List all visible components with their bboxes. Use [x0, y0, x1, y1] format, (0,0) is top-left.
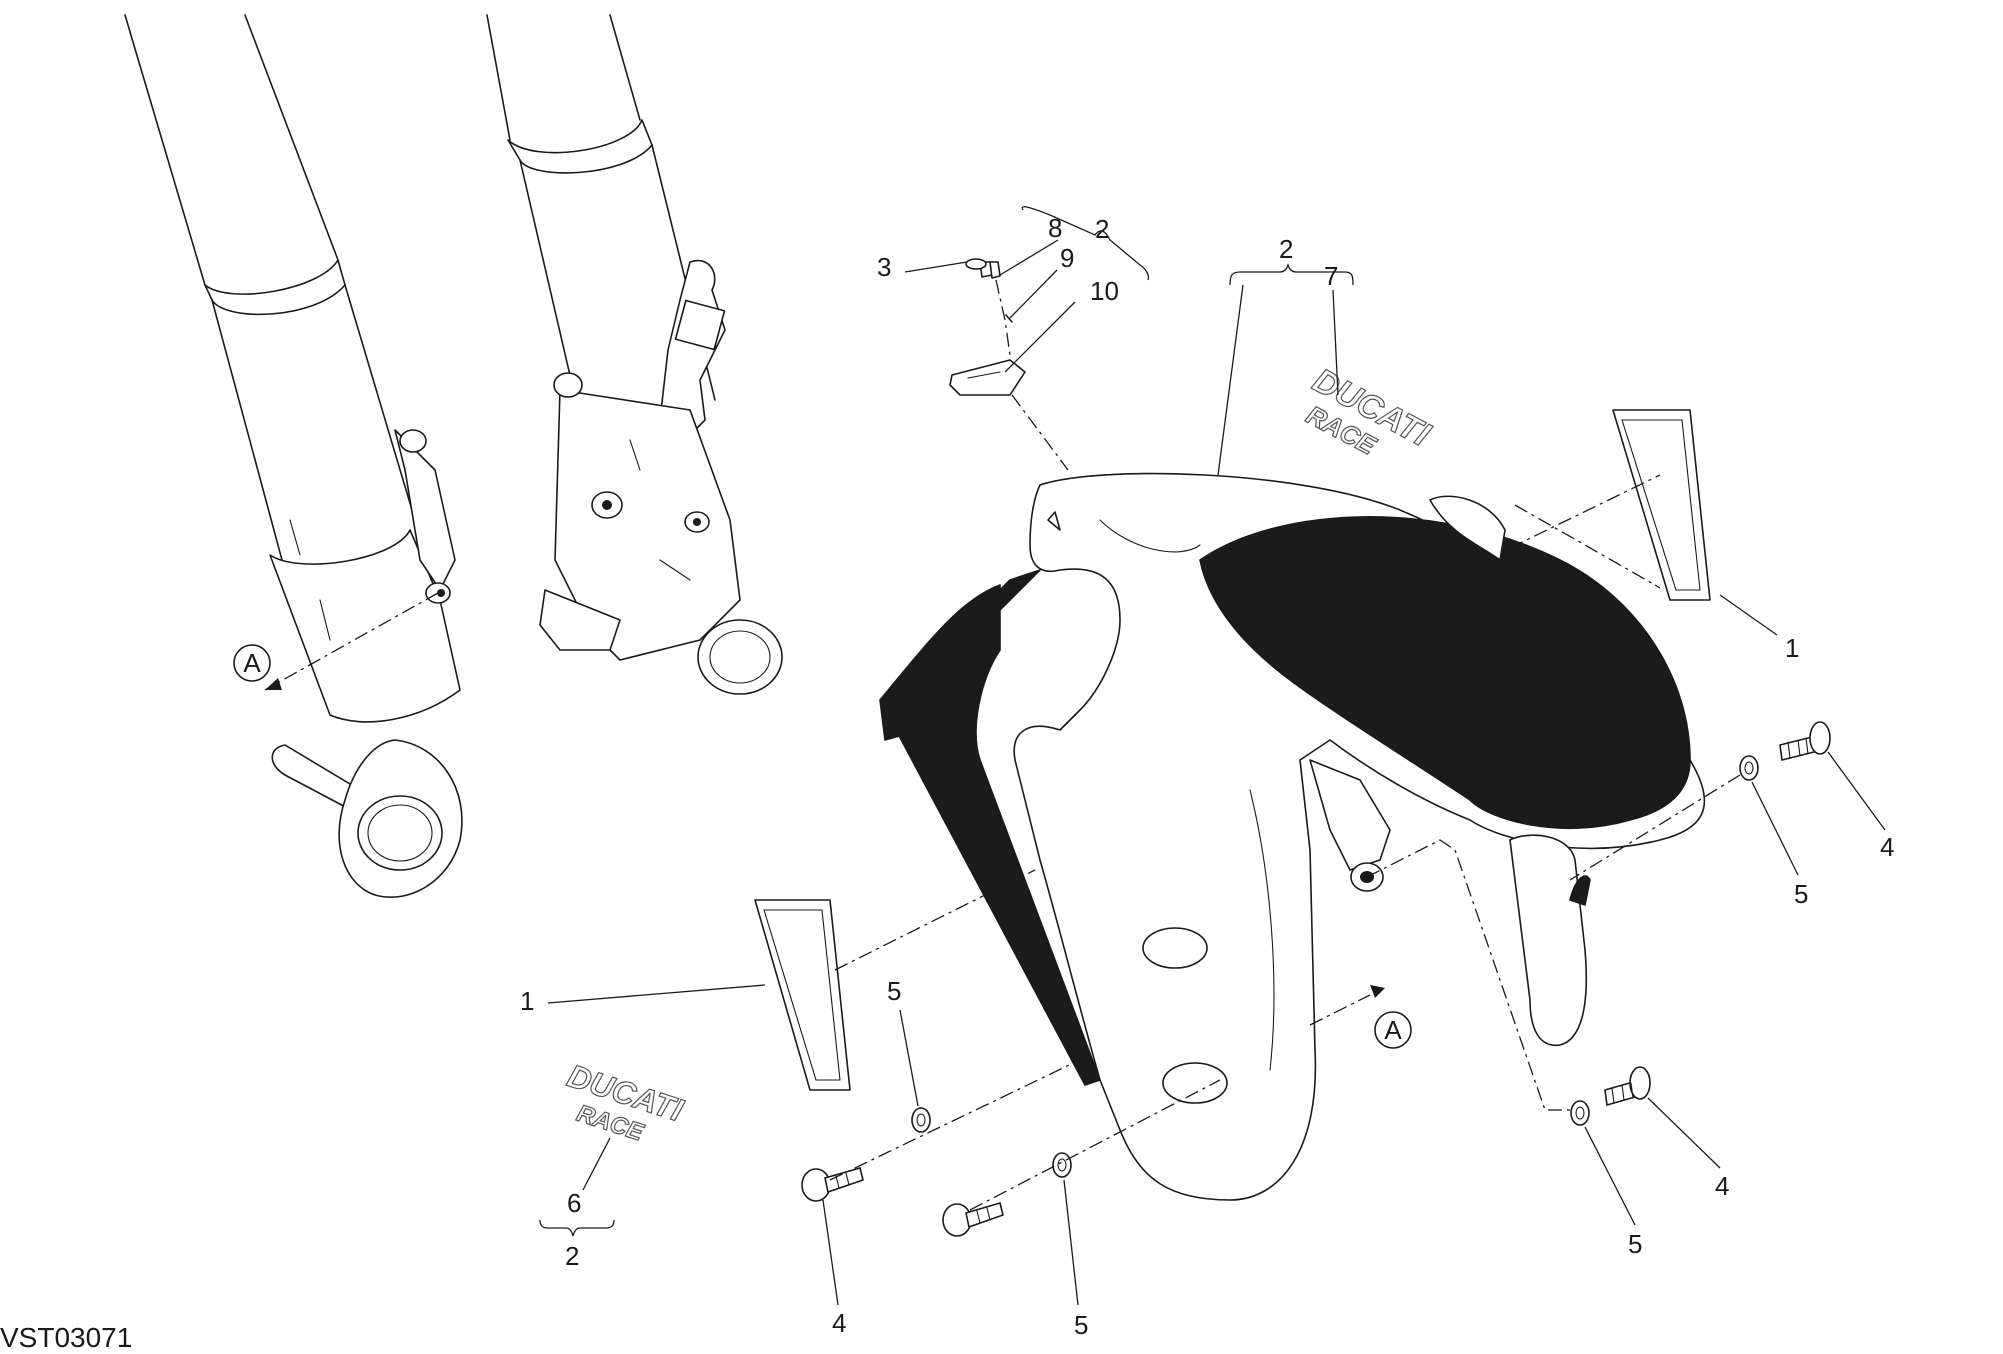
callout-1-left: 1	[520, 986, 534, 1016]
callout-2-fender-bracket: 2	[1279, 234, 1293, 264]
callout-6: 6	[567, 1188, 581, 1218]
callout-2-top-bracket: 2	[1095, 214, 1109, 244]
screw-right-lower	[1604, 1066, 1651, 1106]
callout-5-bottom: 5	[1074, 1310, 1088, 1340]
callout-1-right: 1	[1785, 633, 1799, 663]
reference-marker-left: A	[243, 648, 261, 678]
decal-left: DUCATI RACE	[563, 1057, 689, 1148]
callout-10: 10	[1090, 276, 1119, 306]
washer-bottom-center	[1052, 1152, 1072, 1178]
callout-9: 9	[1060, 243, 1074, 273]
reference-a-right: A	[1374, 1011, 1412, 1049]
callout-3: 3	[877, 252, 891, 282]
assembly-lines	[829, 474, 1741, 1211]
leaders	[539, 206, 1886, 1306]
callout-4-bottom: 4	[832, 1308, 846, 1338]
right-fork-leg	[486, 14, 783, 695]
callout-5-right-lower: 5	[1628, 1229, 1642, 1259]
callout-5-right-upper: 5	[1794, 879, 1808, 909]
reference-marker-right: A	[1384, 1015, 1402, 1045]
decal-top: DUCATI RACE	[1301, 361, 1438, 462]
callout-8: 8	[1048, 213, 1062, 243]
callout-5-left-top: 5	[887, 976, 901, 1006]
washer-right-lower	[1570, 1100, 1590, 1126]
reflector-left	[754, 899, 851, 1091]
left-fork-leg	[124, 14, 463, 898]
reflector-right	[1612, 409, 1711, 601]
screw-bottom-center	[942, 1202, 1004, 1237]
brake-hose-bracket	[949, 258, 1069, 471]
washer-right-upper	[1739, 755, 1759, 781]
screw-right-upper	[1779, 721, 1831, 761]
callout-7: 7	[1324, 261, 1338, 291]
callout-2-logo-bracket: 2	[565, 1241, 579, 1271]
screw-bottom-left	[801, 1167, 864, 1202]
drawing-code: VST03071	[0, 1322, 132, 1353]
washer-bottom-left	[911, 1107, 931, 1133]
callout-4-right-lower: 4	[1715, 1171, 1729, 1201]
front-fender	[879, 472, 1706, 1201]
callouts: 1 1 2 2 2 3 4 4 4 5 5 5 5 6 7 8 9 10	[520, 213, 1894, 1340]
callout-4-right-upper: 4	[1880, 832, 1894, 862]
reference-a-left: A	[233, 592, 439, 691]
